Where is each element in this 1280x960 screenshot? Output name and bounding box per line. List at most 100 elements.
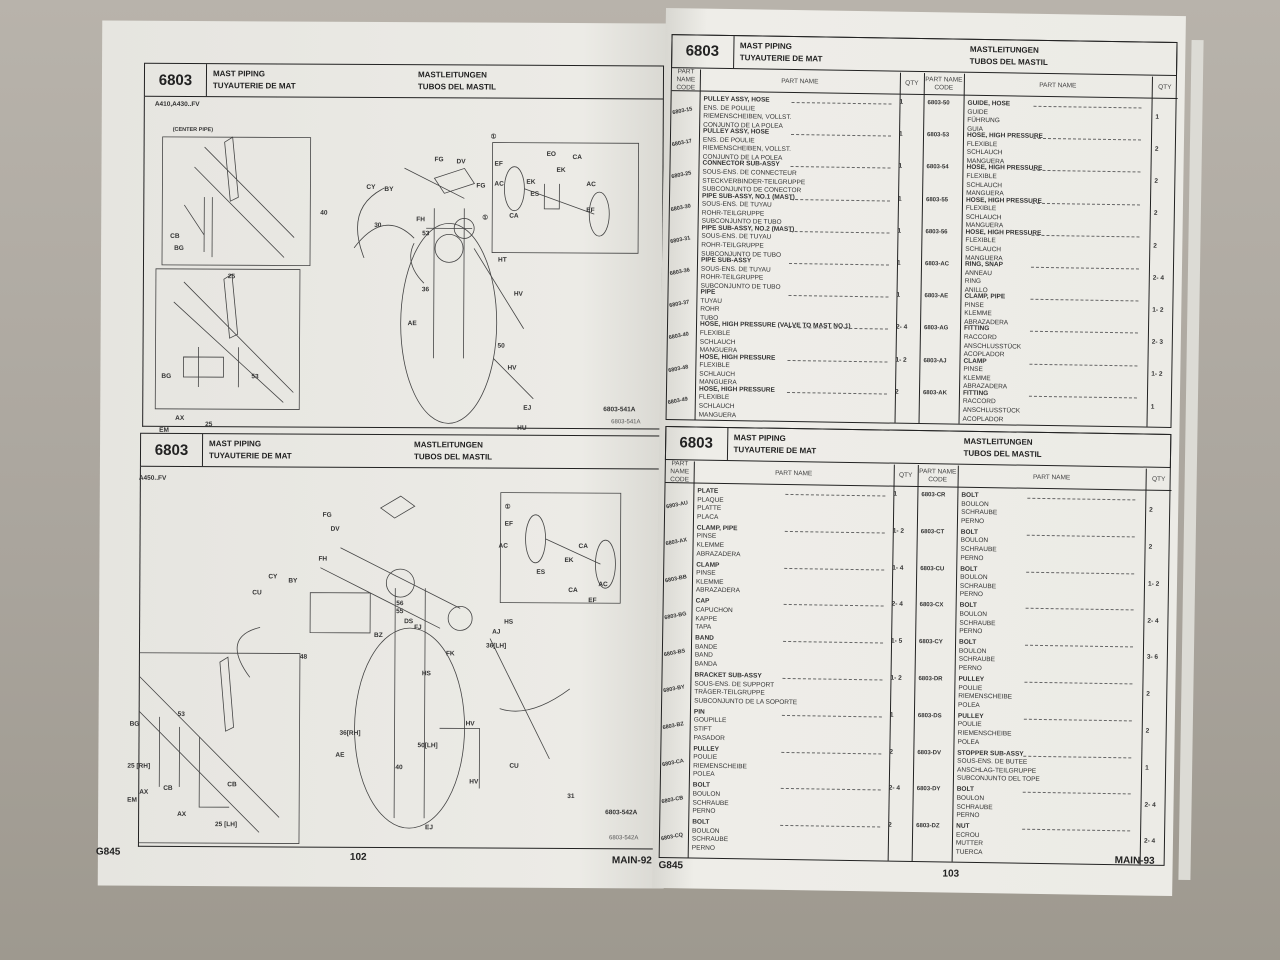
title-de: MASTLEITUNGEN <box>417 70 487 80</box>
callout: HV <box>465 720 475 728</box>
part-name-fr: BOULON <box>956 794 985 803</box>
callout: CY <box>268 573 278 581</box>
leader-line <box>788 262 889 266</box>
footer-model: G845 <box>95 846 121 858</box>
leader-line <box>790 166 891 169</box>
callout: 40 <box>320 209 328 217</box>
quantity: 2- 4 <box>895 324 908 332</box>
quantity: 1 <box>893 490 898 498</box>
section-code: 6803 <box>671 34 735 68</box>
column-header-qty: QTY <box>893 464 918 488</box>
quantity: 1- 2 <box>1147 580 1160 588</box>
callout: 40 <box>395 764 403 772</box>
title-de: MASTLEITUNGEN <box>969 44 1039 55</box>
figure-ref: 6803-542A <box>605 809 638 817</box>
part-name-fr: BOULON <box>692 790 721 798</box>
leader-line <box>787 359 888 363</box>
part-name-de: STIFT <box>693 725 712 733</box>
part-name-de: RING <box>964 277 982 286</box>
quantity: 2 <box>1145 727 1150 735</box>
part-code: 6803-37 <box>668 299 690 310</box>
callout: 53 <box>251 373 259 381</box>
pulley-inset-box <box>499 492 622 604</box>
callout: FH <box>416 216 425 224</box>
figure-ref: 6803-541A <box>603 406 636 414</box>
part-code: 6803-CT <box>920 528 945 536</box>
quantity: 1 <box>899 98 904 106</box>
leader-line <box>780 788 881 791</box>
callout: EF <box>586 207 595 215</box>
section-code: 6803 <box>144 63 208 97</box>
callout: BG <box>174 244 184 252</box>
quantity: 1 <box>889 711 894 719</box>
part-name-es: ABRAZADERA <box>695 586 740 595</box>
callout: DS <box>404 618 414 626</box>
part-code: 6803-36 <box>669 267 691 278</box>
part-name-fr: TUYAU <box>700 297 723 305</box>
leader-line <box>781 751 882 755</box>
part-code: 6803-DY <box>916 786 941 793</box>
model-label: A410,A430..FV <box>154 100 200 109</box>
part-code: 6803-50 <box>927 100 950 107</box>
figure-ref-small: 6803-541A <box>611 419 641 426</box>
column-header-part-code: PART NAME CODE <box>917 465 958 488</box>
leader-line <box>1031 234 1140 238</box>
leader-line <box>1030 266 1139 270</box>
leader-line <box>1033 105 1142 109</box>
callout: BG <box>161 372 172 380</box>
column-header-part-code: PART NAME CODE <box>923 73 965 96</box>
title-fr: TUYAUTERIE DE MAT <box>733 444 817 455</box>
callout: AE <box>335 751 345 759</box>
callout: FG <box>476 182 486 190</box>
title-fr: TUYAUTERIE DE MAT <box>208 451 292 461</box>
callout: HU <box>517 424 527 432</box>
footer-page-number: 102 <box>349 851 367 863</box>
part-name-de: SCHRAUBE <box>960 545 997 554</box>
part-code: 6803-AE <box>924 293 949 300</box>
part-code: 6803-DZ <box>916 823 940 830</box>
callout: ① <box>490 133 497 141</box>
part-code: 6803-BS <box>663 647 686 658</box>
part-name-en: PULLEY <box>958 675 985 684</box>
leader-line <box>1030 298 1139 302</box>
callout: HV <box>469 778 479 786</box>
footer-main-ref: MAIN-93 <box>1114 855 1155 867</box>
part-name-es: POLEA <box>958 701 980 709</box>
part-name-en: CLAMP, PIPE <box>964 292 1006 301</box>
quantity: 1 <box>897 195 902 203</box>
part-code: 6803-31 <box>669 235 691 246</box>
part-name-de: RIEMENSCHEIBE <box>957 729 1012 738</box>
part-name-es: PERNO <box>958 664 982 673</box>
part-code: 6803-AC <box>924 261 950 268</box>
callout: CB <box>227 781 237 789</box>
part-code: 6803-CA <box>661 758 685 769</box>
callout: ① <box>482 214 489 222</box>
column-header-part-name: PART NAME <box>963 73 1152 99</box>
part-name: HOSE, HIGH PRESSURE (VALVE TO MAST NO.1)… <box>700 321 851 358</box>
callout: CB <box>170 232 180 240</box>
leader-line <box>790 198 891 202</box>
column-header-qty: QTY <box>899 72 925 96</box>
part-code: 6803-AG <box>923 325 949 332</box>
quantity: 2 <box>1154 177 1159 185</box>
part-name-de: ANSCHLUSSTÜCK <box>962 406 1021 415</box>
quantity: 2 <box>888 821 892 829</box>
part-name-es: PERNO <box>692 807 716 816</box>
part-code: 6803-15 <box>671 106 693 117</box>
